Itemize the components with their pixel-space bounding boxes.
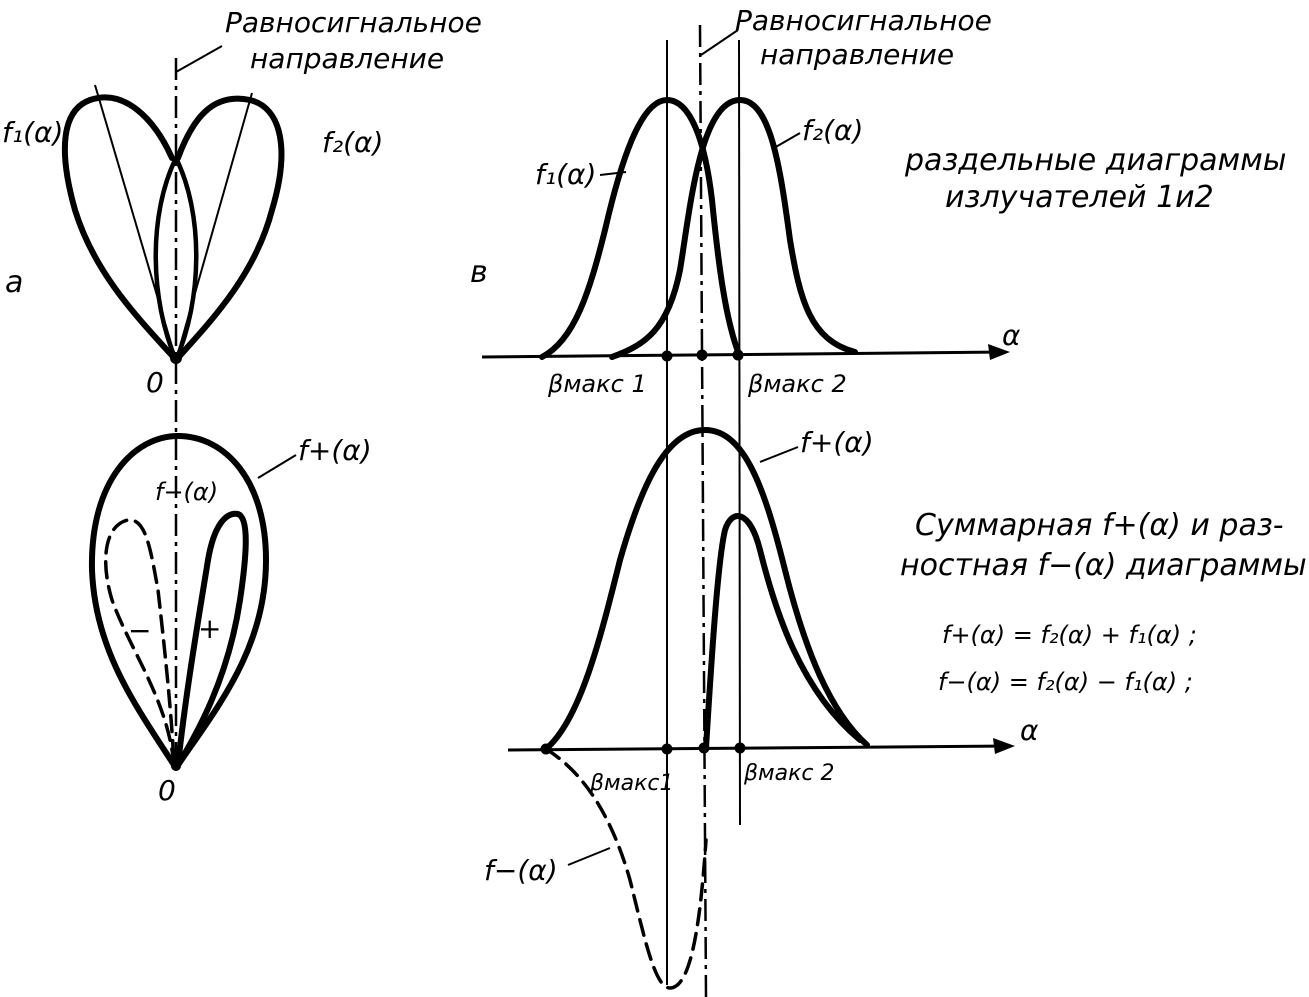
equisignal-label-a-1: Равносигнальное — [225, 6, 482, 39]
plus-sign-label: + — [198, 612, 221, 645]
fminus-curve-positive — [703, 513, 863, 751]
panel-b — [481, 24, 1015, 997]
equisignal-label-b-1: Равносигнальное — [735, 4, 992, 37]
alpha-label-bottom: α — [1020, 714, 1039, 747]
origin-dot-bottom — [171, 761, 181, 771]
fminus-negative-lobe — [103, 518, 176, 767]
bmax2-dot-bottom — [734, 742, 746, 754]
f2-label: f₂(α) — [322, 126, 383, 159]
panel-a — [61, 45, 285, 771]
alpha-axis-top — [481, 350, 1006, 359]
equisignal-pointer-b — [700, 29, 739, 56]
equisignal-line-b — [698, 24, 708, 997]
panel-a-letter: а — [5, 265, 23, 300]
equisignal-label-b-2: направление — [760, 38, 954, 71]
f1-label-b: f₁(α) — [535, 158, 596, 191]
equisignal-label-a-2: направление — [250, 42, 444, 75]
origin-dot-top — [170, 352, 182, 364]
f1-curve — [539, 97, 743, 360]
bmax1-dot-top — [661, 350, 673, 362]
bmax1-label-bottom: βмакс1 — [589, 771, 674, 796]
f1-lobe — [61, 94, 179, 363]
f1-label: f₁(α) — [2, 116, 63, 149]
f2-lobe — [173, 95, 285, 363]
alpha-label-top: α — [1002, 319, 1021, 352]
fplus-pointer-a — [257, 454, 297, 479]
equisignal-pointer-a — [175, 45, 223, 73]
fminus-label-a: f−(α) — [155, 478, 218, 506]
alpha-axis-bottom — [507, 744, 1011, 752]
fplus-label-a: f+(α) — [298, 434, 372, 467]
f2-max-ray — [175, 92, 253, 361]
fplus-lobe — [88, 433, 269, 771]
f2-pointer-b — [773, 132, 801, 149]
fplus-curve — [543, 427, 870, 752]
panel-b-letter: в — [470, 255, 488, 290]
bmax2-label-top: βмакс 2 — [747, 370, 847, 398]
bmax2-line — [738, 39, 741, 826]
bmax1-dot-bottom — [661, 743, 673, 755]
origin-label-bottom: 0 — [158, 774, 176, 807]
alpha-axis-bottom-arrow — [993, 738, 1015, 754]
fminus-label-b: f−(α) — [484, 854, 558, 887]
sum-caption-1: Суммарная f+(α) и раз- — [915, 508, 1284, 543]
bmax1-label-top: βмакс 1 — [547, 370, 647, 398]
bmax2-label-bottom: βмакс 2 — [743, 761, 835, 786]
fminus-curve-negative — [544, 747, 708, 990]
bmax2-dot-top — [732, 349, 744, 361]
separate-caption-2: излучателей 1и2 — [945, 180, 1214, 215]
equi-dot-top — [696, 349, 708, 361]
formula-sum: f+(α) = f₂(α) + f₁(α) ; — [942, 621, 1197, 649]
fminus-positive-lobe — [175, 510, 249, 768]
f1-max-ray — [94, 84, 177, 361]
minus-sign-label: − — [128, 614, 151, 647]
fplus-label-b: f+(α) — [800, 426, 874, 459]
origin-label-top: 0 — [146, 366, 164, 399]
fplus-pointer-b — [759, 446, 799, 463]
sum-caption-2: ностная f−(α) диаграммы — [900, 548, 1307, 583]
formula-diff: f−(α) = f₂(α) − f₁(α) ; — [938, 668, 1193, 696]
f1-pointer-b — [599, 171, 627, 176]
separate-caption-1: раздельные диаграммы — [904, 143, 1287, 178]
f2-curve — [609, 97, 858, 360]
fminus-pointer-b — [567, 847, 611, 866]
start-dot-bottom — [540, 743, 552, 755]
alpha-axis-top-arrow — [988, 344, 1010, 360]
equi-dot-bottom — [698, 742, 710, 754]
f2-label-b: f₂(α) — [802, 114, 863, 147]
